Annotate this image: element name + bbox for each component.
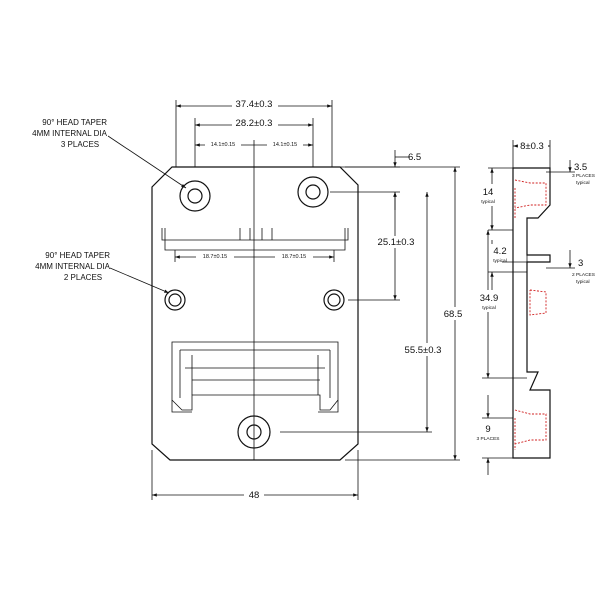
mid-right-hole-outer — [323, 289, 345, 311]
callout-mid-line1: 90° HEAD TAPER — [45, 251, 110, 260]
dim-half-left-top: 14.1±0.15 — [211, 142, 235, 148]
dim-hole-spacing: 28.2±0.3 — [236, 118, 273, 129]
dim-top-width: 37.4±0.3 — [236, 99, 273, 110]
callout-top-line2: 4MM INTERNAL DIA — [32, 129, 107, 138]
dim-bottom-hole: 55.5±0.3 — [405, 345, 442, 356]
top-left-hole-inner — [187, 188, 203, 204]
side-countersink-bottom — [514, 409, 547, 450]
dim-countersink-note2: typical — [576, 180, 590, 186]
dim-total-height: 68.5 — [444, 309, 463, 320]
dim-pitch-top: 14 — [483, 187, 494, 198]
dim-side-thickness: 8±0.3 — [520, 141, 544, 152]
dim-countersink2: 3 — [578, 258, 583, 269]
callout-top-line3: 3 PLACES — [61, 140, 99, 149]
dim-bottom: 9 — [485, 424, 490, 435]
mid-right-hole-inner — [327, 293, 341, 307]
dim-countersink: 3.5 — [574, 162, 587, 173]
top-right-hole-inner — [305, 184, 321, 200]
callout-mid-line2: 4MM INTERNAL DIA — [35, 262, 110, 271]
lower-clip-feet — [171, 400, 339, 413]
dim-total-width: 48 — [249, 490, 260, 501]
dim-pitch-mid: 34.9 — [480, 293, 499, 304]
dim-gap: 4.2 — [493, 246, 506, 257]
side-countersink-mid — [529, 289, 547, 316]
dim-bottom-note: 3 PLACES — [477, 436, 500, 442]
lower-clip — [171, 341, 339, 411]
front-view — [151, 140, 359, 461]
dim-gap-note: typical — [493, 258, 507, 264]
side-dimensions: 8±0.3 3.5 3 PLACES typical 14 typical 4.… — [474, 140, 595, 475]
callout-top-leader — [107, 135, 187, 189]
lower-clip-inner — [179, 349, 331, 398]
dim-countersink2-note2: typical — [576, 279, 590, 285]
callouts: 90° HEAD TAPER 4MM INTERNAL DIA 3 PLACES… — [32, 118, 187, 294]
top-channel — [164, 240, 346, 251]
dim-countersink-note1: 3 PLACES — [572, 173, 595, 179]
dim-half-right-mid: 18.7±0.15 — [282, 254, 306, 260]
dim-half-right-top: 14.1±0.15 — [273, 142, 297, 148]
mid-left-hole-inner — [168, 293, 182, 307]
top-right-hole-outer — [297, 176, 329, 208]
side-view — [512, 167, 551, 459]
plate-outline — [151, 166, 359, 461]
dim-mid-height: 25.1±0.3 — [378, 237, 415, 248]
dim-half-left-mid: 18.7±0.15 — [203, 254, 227, 260]
front-dimensions: 37.4±0.3 28.2±0.3 14.1±0.15 14.1±0.15 18… — [151, 98, 466, 501]
dim-pitch-top-note: typical — [481, 199, 495, 205]
side-countersink-top — [514, 179, 547, 218]
dim-top-offset: 6.5 — [408, 152, 421, 163]
callout-mid-line3: 2 PLACES — [64, 273, 102, 282]
top-slot — [161, 228, 349, 241]
dim-countersink2-note1: 2 PLACES — [572, 272, 595, 278]
callout-top-line1: 90° HEAD TAPER — [42, 118, 107, 127]
top-notch — [239, 228, 273, 240]
top-left-hole-outer — [179, 180, 211, 212]
dim-pitch-mid-note: typical — [482, 305, 496, 311]
callout-mid-leader — [109, 267, 170, 294]
side-outline — [512, 167, 551, 459]
mid-left-hole-outer — [164, 289, 186, 311]
